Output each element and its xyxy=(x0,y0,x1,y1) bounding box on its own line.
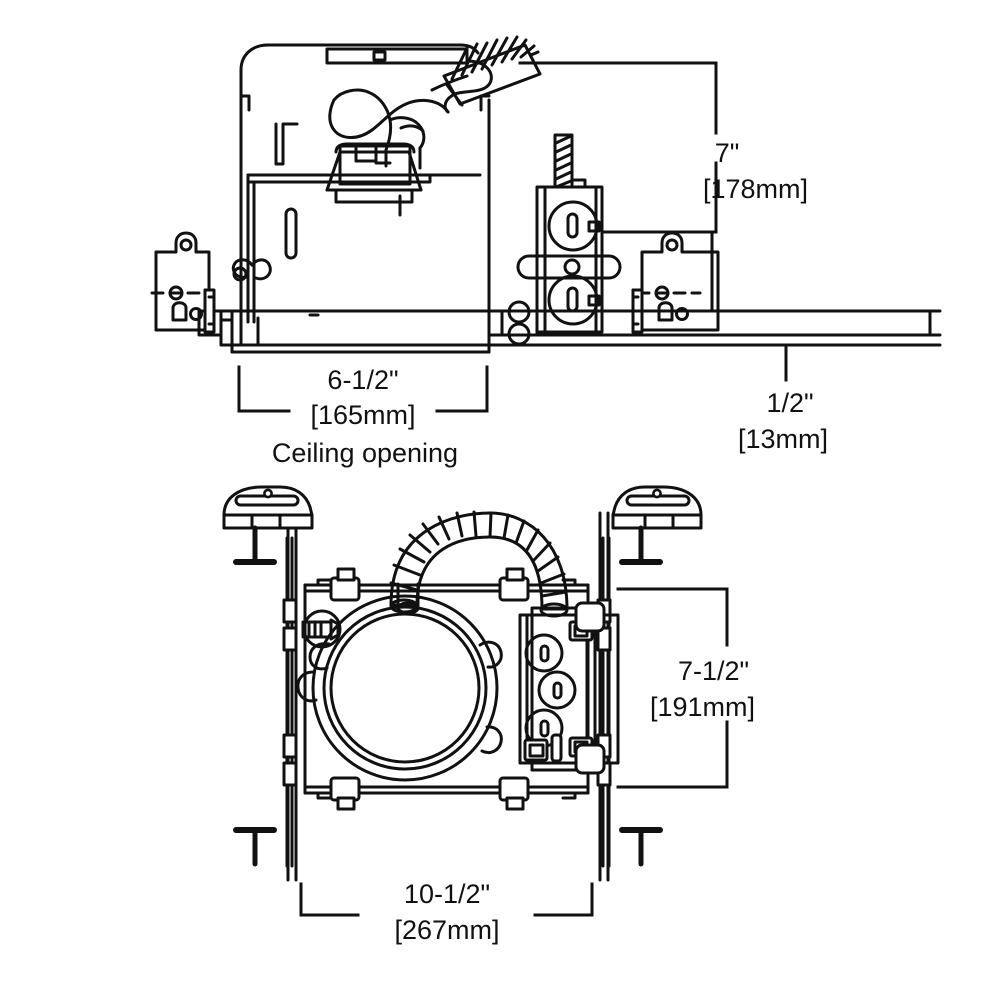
thumb-screw xyxy=(301,609,342,649)
ceiling-plane xyxy=(246,173,482,324)
junction-box-plan xyxy=(518,601,620,775)
dimension-frame-depth xyxy=(616,587,729,789)
dimension-label-depth-imperial: 7-1/2" xyxy=(678,656,749,686)
t-bar-clip-bottom-right xyxy=(619,827,663,867)
junction-box xyxy=(516,133,622,334)
housing-top-plate xyxy=(325,47,469,65)
dimension-label-width-imperial: 10-1/2" xyxy=(404,879,490,909)
lamp-socket xyxy=(325,142,423,217)
spring-clip xyxy=(231,258,272,284)
t-bar-clip-top-left xyxy=(222,485,314,565)
bracket-slots xyxy=(274,122,299,260)
dimension-frame-width xyxy=(299,882,594,917)
wire-leads xyxy=(328,59,493,170)
bar-hanger-rail xyxy=(197,309,491,354)
dimension-label-height-metric: [178mm] xyxy=(703,174,808,204)
mounting-bracket-left xyxy=(150,231,216,334)
dimension-bar-offset xyxy=(710,232,788,382)
dimension-label-depth-metric: [191mm] xyxy=(650,692,755,722)
dimension-label-width-metric: [267mm] xyxy=(394,915,499,945)
flexible-conduit-plan xyxy=(389,510,569,618)
mounting-bracket-right xyxy=(631,231,720,334)
flexible-conduit xyxy=(442,35,542,107)
dimension-label-offset-imperial: 1/2" xyxy=(766,388,813,418)
dimension-label-opening-metric: [165mm] xyxy=(310,400,415,430)
t-bar-clip-top-right xyxy=(611,485,703,565)
dimension-label-ceiling-opening-note: Ceiling opening xyxy=(272,438,458,468)
bar-hanger-rail-right xyxy=(487,300,942,347)
dimension-ceiling-opening xyxy=(237,365,489,413)
dimension-label-height-imperial: 7" xyxy=(715,138,740,168)
bar-hanger-left xyxy=(282,511,298,882)
frame-plate xyxy=(303,567,590,811)
dimension-height-7in xyxy=(518,61,718,234)
plan-view xyxy=(222,485,703,882)
t-bar-clip-bottom-left xyxy=(233,827,277,867)
dimension-label-offset-metric: [13mm] xyxy=(738,424,828,454)
side-elevation-view xyxy=(150,35,942,354)
lamp-aperture xyxy=(296,582,503,782)
bar-hanger-right xyxy=(596,511,612,882)
dimension-label-opening-imperial: 6-1/2" xyxy=(327,365,398,395)
